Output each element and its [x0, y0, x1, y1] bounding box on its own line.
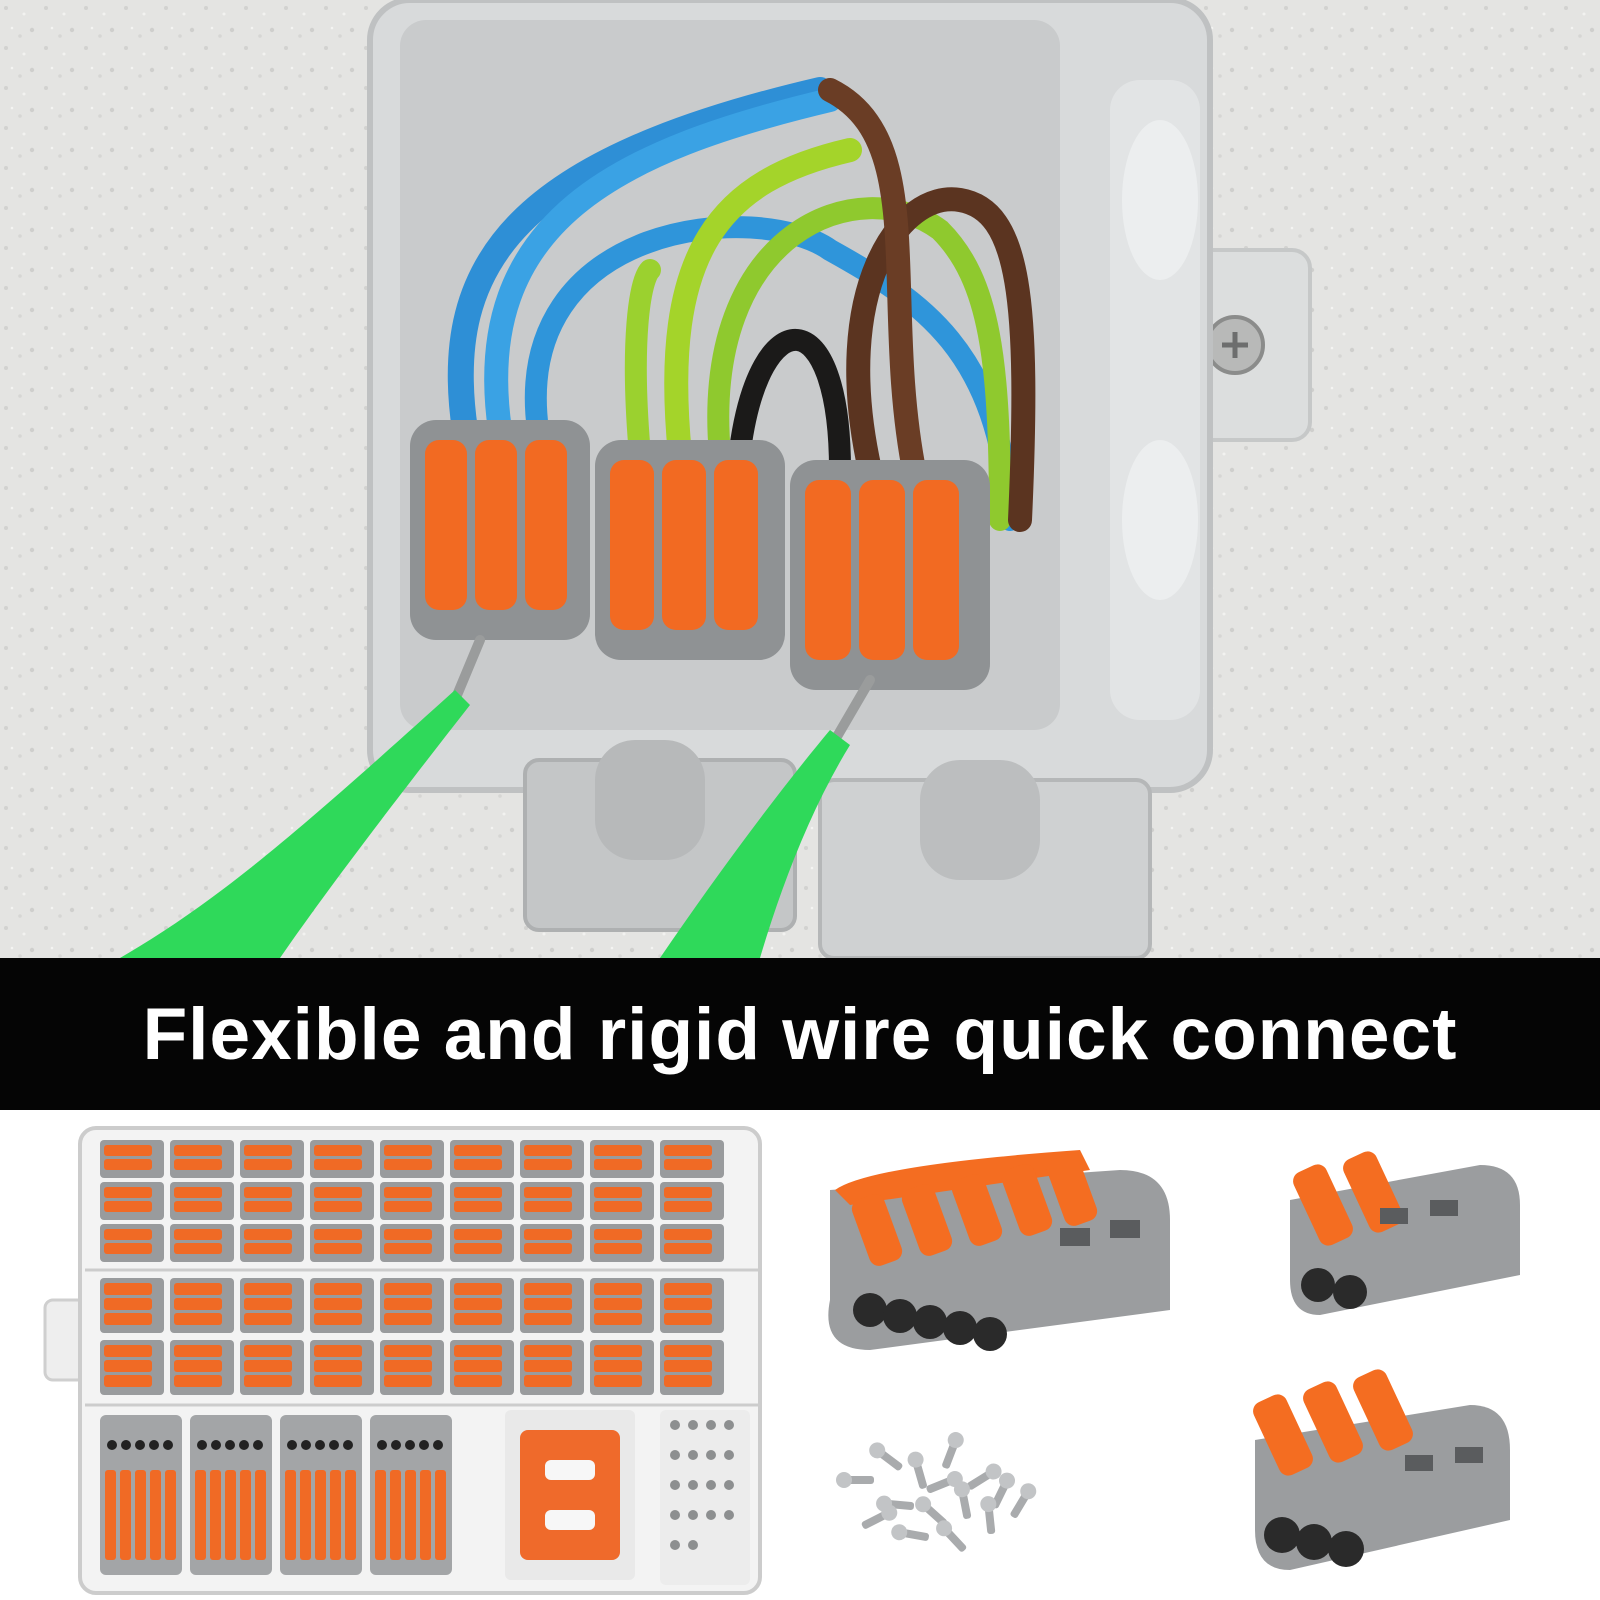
connector-slot: [520, 1224, 584, 1262]
connector-slot: [240, 1182, 304, 1220]
wago-connector-block: [410, 420, 590, 640]
connector-slot: [240, 1224, 304, 1262]
screwdriver: [660, 675, 875, 958]
wires: [447, 77, 1036, 532]
banner-caption: Flexible and rigid wire quick connect: [142, 993, 1458, 1075]
connector-slot: [170, 1340, 234, 1395]
connector-slot: [520, 1140, 584, 1178]
inline-connector-stack: [370, 1415, 452, 1575]
screws: [836, 1432, 1037, 1552]
connector-slot: [450, 1278, 514, 1333]
two-port-connector: [1290, 1151, 1520, 1315]
connector-slot: [100, 1140, 164, 1178]
connector-slot: [170, 1224, 234, 1262]
connector-slot: [590, 1182, 654, 1220]
screwdriver: [120, 635, 485, 958]
wago-connector-block: [790, 460, 990, 690]
five-port-connector: [828, 1150, 1170, 1351]
connector-slot: [520, 1278, 584, 1333]
connector-slot: [170, 1182, 234, 1220]
connector-slot: [100, 1278, 164, 1333]
screw-compartment: [660, 1410, 750, 1585]
connector-slot: [310, 1340, 374, 1395]
connector-slot: [380, 1278, 444, 1333]
three-port-connector: [1253, 1369, 1510, 1570]
inline-connector-stack: [190, 1415, 272, 1575]
connector-slot: [590, 1340, 654, 1395]
connector-slot: [380, 1140, 444, 1178]
connector-slot: [310, 1182, 374, 1220]
wago-connector-block: [595, 440, 785, 660]
connector-slot: [450, 1182, 514, 1220]
connector-slot: [590, 1278, 654, 1333]
connector-slot: [310, 1278, 374, 1333]
connector-slot: [380, 1224, 444, 1262]
connector-slot: [590, 1140, 654, 1178]
mounting-brackets: [505, 1410, 635, 1580]
connector-slot: [380, 1340, 444, 1395]
product-gallery: [0, 1110, 1600, 1600]
connector-slot: [100, 1182, 164, 1220]
junction-box-photo: [0, 0, 1600, 958]
inline-connector-stack: [280, 1415, 362, 1575]
connector-slot: [240, 1278, 304, 1333]
connector-slot: [520, 1182, 584, 1220]
connector-slot: [310, 1224, 374, 1262]
connector-slot: [310, 1140, 374, 1178]
connector-slot: [100, 1340, 164, 1395]
connector-slot: [240, 1340, 304, 1395]
connector-slot: [170, 1140, 234, 1178]
connector-slot: [660, 1140, 724, 1178]
connector-slot: [660, 1340, 724, 1395]
connector-slot: [450, 1340, 514, 1395]
connector-slot: [100, 1224, 164, 1262]
caption-banner: Flexible and rigid wire quick connect: [0, 958, 1600, 1110]
inline-connector-stack: [100, 1415, 182, 1575]
connector-slot: [660, 1278, 724, 1333]
connector-slot: [450, 1224, 514, 1262]
connector-slot: [660, 1182, 724, 1220]
connector-slot: [240, 1140, 304, 1178]
connector-slot: [660, 1224, 724, 1262]
connector-slot: [590, 1224, 654, 1262]
connector-slot: [170, 1278, 234, 1333]
connector-slot: [520, 1340, 584, 1395]
connector-slot: [380, 1182, 444, 1220]
connector-slot: [450, 1140, 514, 1178]
